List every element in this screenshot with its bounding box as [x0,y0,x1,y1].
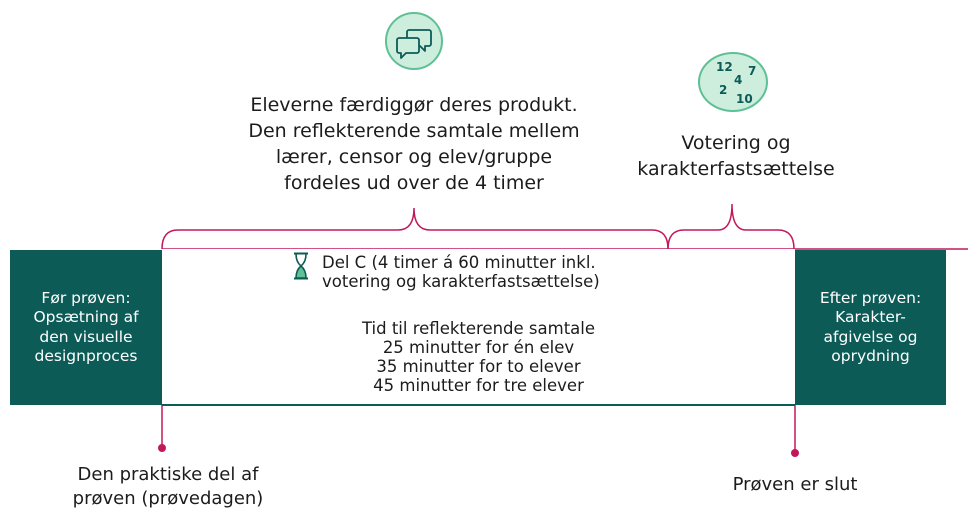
hourglass-icon [294,252,308,280]
caption-line: lærer, censor og elev/gruppe [275,146,553,168]
start-marker-dot [158,444,166,452]
part-title-line: Del C (4 timer á 60 minutter inkl. [322,253,596,272]
grade-numbers-icon: 12 7 4 2 10 [698,52,768,112]
practical-part-label: Den praktiske del af prøven (prøvedagen) [52,463,284,511]
part-c-bottom-border [162,404,795,406]
after-exam-box: Efter prøven: Karakter- afgivelse og opr… [795,250,946,405]
label-line: Den praktiske del af [77,464,259,485]
before-exam-box: Før prøven: Opsætning af den visuelle de… [10,250,162,405]
box-line: Karakter- [835,308,906,326]
part-c-box: Del C (4 timer á 60 minutter inkl. voter… [162,249,795,406]
time-line: 35 minutter for to elever [376,357,581,376]
grade-number: 4 [734,73,743,87]
label-line: Prøven er slut [732,474,858,495]
grade-number: 7 [748,64,757,78]
end-marker-dot [791,449,799,457]
caption-line: fordeles ud over de 4 timer [284,172,544,194]
time-line: Tid til reflekterende samtale [361,319,596,338]
voting-caption: Votering og karakterfastsættelse [612,130,860,182]
box-line: designproces [34,347,138,365]
caption-line: Eleverne færdiggør deres produkt. [250,94,578,116]
finish-product-caption: Eleverne færdiggør deres produkt. Den re… [222,92,606,196]
reflection-time-list: Tid til reflekterende samtale 25 minutte… [162,319,795,395]
time-line: 45 minutter for tre elever [373,376,584,395]
part-title: Del C (4 timer á 60 minutter inkl. voter… [322,253,722,291]
part-title-line: votering og karakterfastsættelse) [322,272,600,291]
caption-line: Den reflekterende samtale mellem [248,120,580,142]
brace-right [667,203,795,250]
box-line: oprydning [831,347,910,365]
caption-line: Votering og [681,132,791,154]
time-line: 25 minutter for én elev [382,338,575,357]
box-line: Efter prøven: [819,288,922,307]
grade-number: 12 [716,60,733,74]
grade-number: 10 [736,92,753,106]
caption-line: karakterfastsættelse [637,158,835,180]
exam-end-label: Prøven er slut [700,473,890,497]
brace-left [161,207,669,250]
box-line: afgivelse og [823,327,918,346]
label-line: prøven (prøvedagen) [72,488,264,509]
box-line: Opsætning af [33,308,139,326]
grade-number: 2 [719,83,728,97]
box-line: den visuelle [39,327,133,346]
chat-bubbles-icon [385,12,443,70]
box-line: Før prøven: [41,288,131,307]
